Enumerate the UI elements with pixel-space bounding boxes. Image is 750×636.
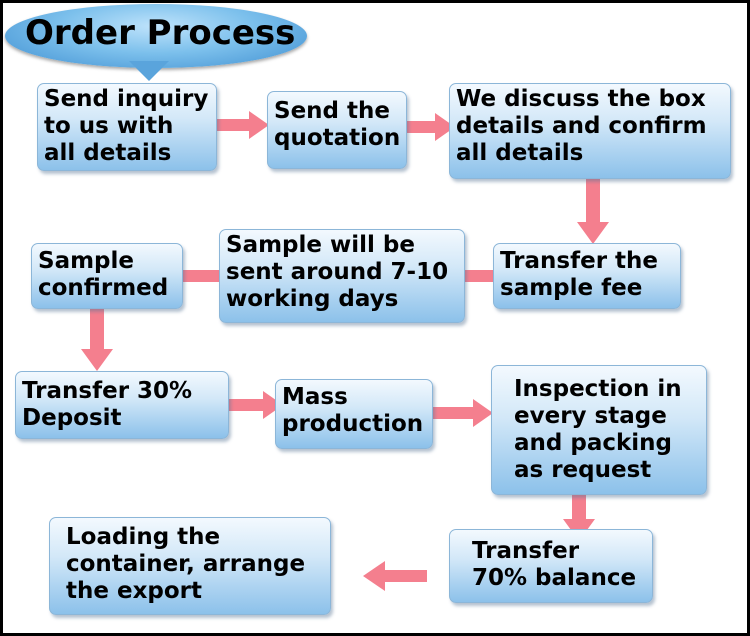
step-sample-sent: Sample will be sent around 7-10 working … xyxy=(219,229,465,323)
step-send-inquiry: Send inquiry to us with all details xyxy=(37,83,217,171)
step-transfer-deposit: Transfer 30% Deposit xyxy=(15,371,229,439)
arrow-right-3 xyxy=(221,391,283,419)
step-inspection-packing: Inspection in every stage and packing as… xyxy=(491,365,707,495)
diagram-title: Order Process xyxy=(25,13,296,53)
step-transfer-sample-fee: Transfer the sample fee xyxy=(493,243,681,309)
step-sample-confirmed: Sample confirmed xyxy=(31,243,183,309)
step-send-quotation: Send the quotation xyxy=(267,91,407,169)
title-bubble-pointer xyxy=(129,61,169,81)
step-mass-production: Mass production xyxy=(275,379,433,449)
step-transfer-balance: Transfer 70% balance xyxy=(449,529,653,603)
step-discuss-box-details: We discuss the box details and confirm a… xyxy=(449,83,731,179)
arrow-right-2 xyxy=(399,113,455,141)
title-bubble xyxy=(5,4,307,68)
arrow-down-3 xyxy=(563,477,595,541)
step-loading-export: Loading the container, arrange the expor… xyxy=(49,517,331,615)
arrow-left-3 xyxy=(363,561,427,591)
arrow-down-1 xyxy=(577,176,609,244)
arrow-down-2 xyxy=(81,307,113,371)
arrow-right-1 xyxy=(211,111,269,139)
arrow-right-4 xyxy=(431,399,493,427)
